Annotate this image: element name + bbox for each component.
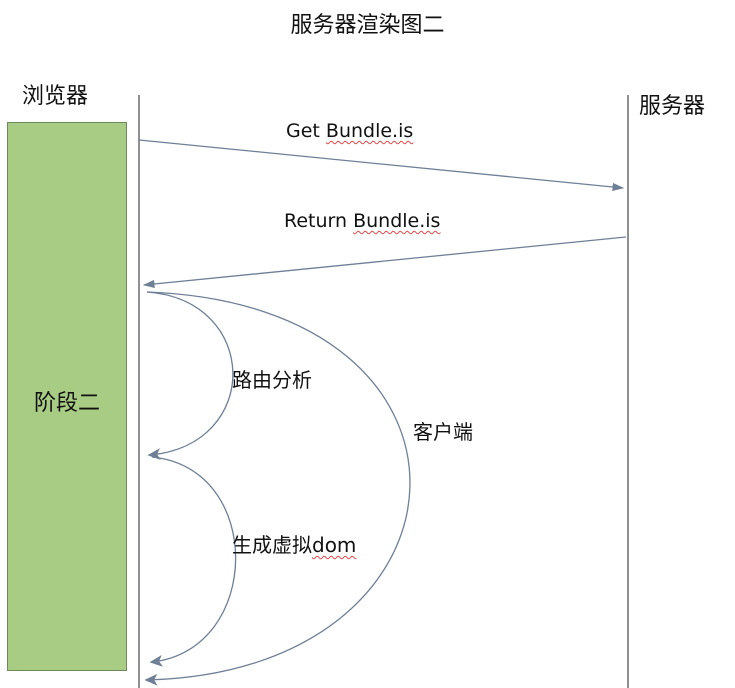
get-bundle-message: Get Bundle.is bbox=[286, 122, 413, 141]
virtual-dom-arc bbox=[149, 456, 237, 667]
virtual-dom-label-text: 生成虚拟 bbox=[232, 533, 312, 557]
return-message-verb: Return bbox=[284, 210, 354, 232]
client-arc bbox=[144, 291, 411, 686]
return-message-file: Bundle.is bbox=[353, 210, 441, 232]
client-label: 客户端 bbox=[413, 420, 473, 444]
stage-label: 阶段二 bbox=[33, 391, 100, 416]
route-analysis-label: 路由分析 bbox=[232, 368, 312, 392]
server-lifeline-label: 服务器 bbox=[639, 94, 706, 119]
route-analysis-arc bbox=[146, 291, 234, 460]
get-message-file: Bundle.is bbox=[325, 120, 414, 142]
get-message-verb: Get bbox=[286, 120, 326, 142]
return-bundle-arrow bbox=[142, 236, 627, 289]
diagram-title: 服务器渲染图二 bbox=[290, 13, 445, 38]
return-bundle-message: Return Bundle.is bbox=[284, 212, 440, 231]
get-bundle-arrow bbox=[138, 139, 625, 192]
virtual-dom-label: 生成虚拟dom bbox=[232, 535, 356, 555]
virtual-dom-label-word: dom bbox=[312, 533, 357, 557]
stage-activation-box: 阶段二 bbox=[7, 122, 127, 671]
browser-lifeline-label: 浏览器 bbox=[22, 84, 89, 109]
